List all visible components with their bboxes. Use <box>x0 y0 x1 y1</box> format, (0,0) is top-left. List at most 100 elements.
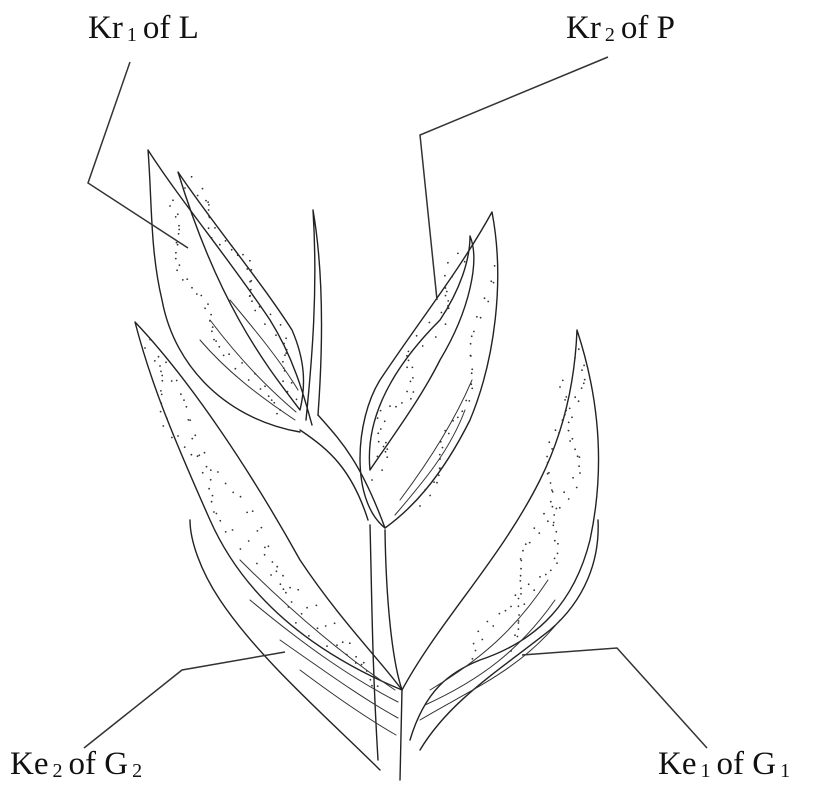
stipple-dot <box>562 419 564 421</box>
stipple-dot <box>470 383 472 385</box>
stipple-dot <box>159 365 161 367</box>
stipple-dot <box>154 360 156 362</box>
stipple-dot <box>529 542 531 544</box>
stipple-dot <box>212 495 214 497</box>
stipple-dot <box>484 297 486 299</box>
stipple-dot <box>574 357 576 359</box>
stipple-dot <box>231 249 233 251</box>
stipple-dot <box>200 295 202 297</box>
stipple-dot <box>284 370 286 372</box>
stipple-dot <box>448 307 450 309</box>
stipple-dot <box>178 233 180 235</box>
stipple-dot <box>386 448 388 450</box>
stipple-dot <box>406 355 408 357</box>
stipple-dot <box>284 354 286 356</box>
stipple-dot <box>197 455 199 457</box>
stipple-dot <box>186 278 188 280</box>
stipple-dot <box>385 442 387 444</box>
stipple-dot <box>254 310 256 312</box>
stipple-dot <box>325 625 327 627</box>
stipple-dot <box>447 300 449 302</box>
stipple-dot <box>563 491 565 493</box>
stipple-dot <box>468 400 470 402</box>
stipple-dot <box>518 605 520 607</box>
stipple-dot <box>383 446 385 448</box>
leaf-kr2 <box>360 212 498 528</box>
stipple-dot <box>264 323 266 325</box>
stipple-dot <box>439 467 441 469</box>
stipple-dot <box>514 634 516 636</box>
stipple-dot <box>191 287 193 289</box>
stipple-dot <box>471 372 473 374</box>
stipple-dot <box>499 613 501 615</box>
stipple-dot <box>275 334 277 336</box>
stipple-dot <box>161 375 163 377</box>
stipple-dot <box>213 339 215 341</box>
stipple-dot <box>160 411 162 413</box>
stipple-dot <box>246 268 248 270</box>
stipple-dot <box>518 598 520 600</box>
stipple-dot <box>308 635 310 637</box>
stipple-dot <box>336 644 338 646</box>
stipple-dot <box>444 430 446 432</box>
stipple-dot <box>406 391 408 393</box>
stipple-dot <box>377 432 379 434</box>
stipple-dot <box>169 205 171 207</box>
stipple-dot <box>270 314 272 316</box>
stipple-dot <box>197 195 199 197</box>
stipple-dot <box>346 654 348 656</box>
stipple-dot <box>211 237 213 239</box>
stipple-dot <box>480 317 482 319</box>
stipple-dot <box>204 452 206 454</box>
stipple-dot <box>562 380 564 382</box>
stipple-dot <box>316 605 318 607</box>
stipple-dot <box>213 511 215 513</box>
stipple-dot <box>558 432 560 434</box>
stipple-dot <box>584 379 586 381</box>
stipple-dot <box>572 477 574 479</box>
leaf-ke1-inner <box>420 520 598 750</box>
stipple-dot <box>297 589 299 591</box>
stipple-dot <box>472 658 474 660</box>
stipple-dot <box>251 269 253 271</box>
stipple-dot <box>176 242 178 244</box>
stipple-dot <box>232 529 234 531</box>
stipple-dot <box>283 588 285 590</box>
stipple-dot <box>210 314 212 316</box>
stipple-dot <box>574 448 576 450</box>
stipple-dot <box>564 414 566 416</box>
stipple-dot <box>178 225 180 227</box>
stipple-dot <box>209 320 211 322</box>
stipple-dot <box>517 636 519 638</box>
stipple-dot <box>355 662 357 664</box>
stipple-dot <box>268 545 270 547</box>
stipple-dot <box>241 362 243 364</box>
stipple-dot <box>252 510 254 512</box>
stipple-dot <box>172 199 174 201</box>
stipple-dot <box>520 575 522 577</box>
leader-ke1 <box>522 648 707 748</box>
stipple-dot <box>384 420 386 422</box>
stipple-dot <box>550 482 552 484</box>
stipple-dot <box>424 489 426 491</box>
stipple-dot <box>440 441 442 443</box>
stipple-dot <box>260 388 262 390</box>
stipple-dot <box>389 405 391 407</box>
stipple-dot <box>191 176 193 178</box>
stipple-dot <box>202 188 204 190</box>
stipple-dot <box>254 373 256 375</box>
stipple-dot <box>264 385 266 387</box>
stipple-dot <box>210 469 212 471</box>
stipple-dot <box>413 391 415 393</box>
stipple-dot <box>470 343 472 345</box>
stipple-dot <box>457 417 459 419</box>
stipple-dot <box>225 531 227 533</box>
leaf-ke2-edge <box>190 520 380 770</box>
stipple-dot <box>186 406 188 408</box>
upper-stem-edge <box>318 415 385 528</box>
stipple-dot <box>436 482 438 484</box>
stipple-dot <box>180 393 182 395</box>
stipple-dot <box>408 351 410 353</box>
